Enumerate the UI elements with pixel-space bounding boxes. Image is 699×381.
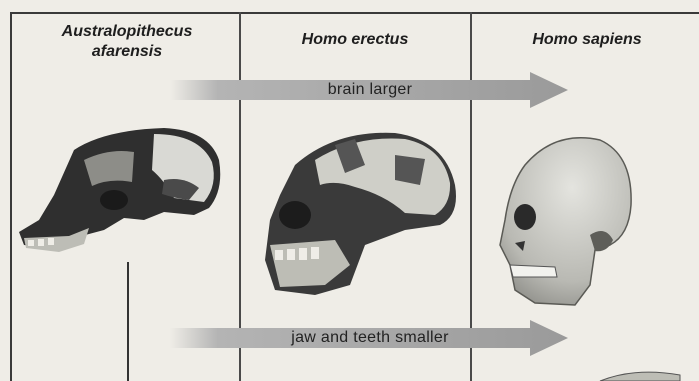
arrow-label-jaw: jaw and teeth smaller — [170, 318, 570, 358]
title-line-2: afarensis — [22, 42, 232, 62]
partial-skull-icon — [595, 365, 685, 381]
timeline-stem — [127, 262, 129, 381]
frame-left-border — [10, 12, 12, 381]
jaw-smaller-arrow: jaw and teeth smaller — [170, 318, 570, 358]
arrow-label-brain: brain larger — [170, 70, 570, 110]
brain-larger-arrow: brain larger — [170, 70, 570, 110]
frame-top-border — [10, 12, 699, 14]
homo-sapiens-skull-icon — [495, 125, 635, 315]
homo-erectus-skull-icon — [255, 125, 465, 305]
column-title-australopithecus: Australopithecus afarensis — [22, 22, 232, 62]
title-line-1: Australopithecus — [22, 22, 232, 42]
column-title-homo-erectus: Homo erectus — [250, 30, 460, 50]
column-title-homo-sapiens: Homo sapiens — [482, 30, 692, 50]
australopithecus-skull-icon — [14, 120, 224, 260]
